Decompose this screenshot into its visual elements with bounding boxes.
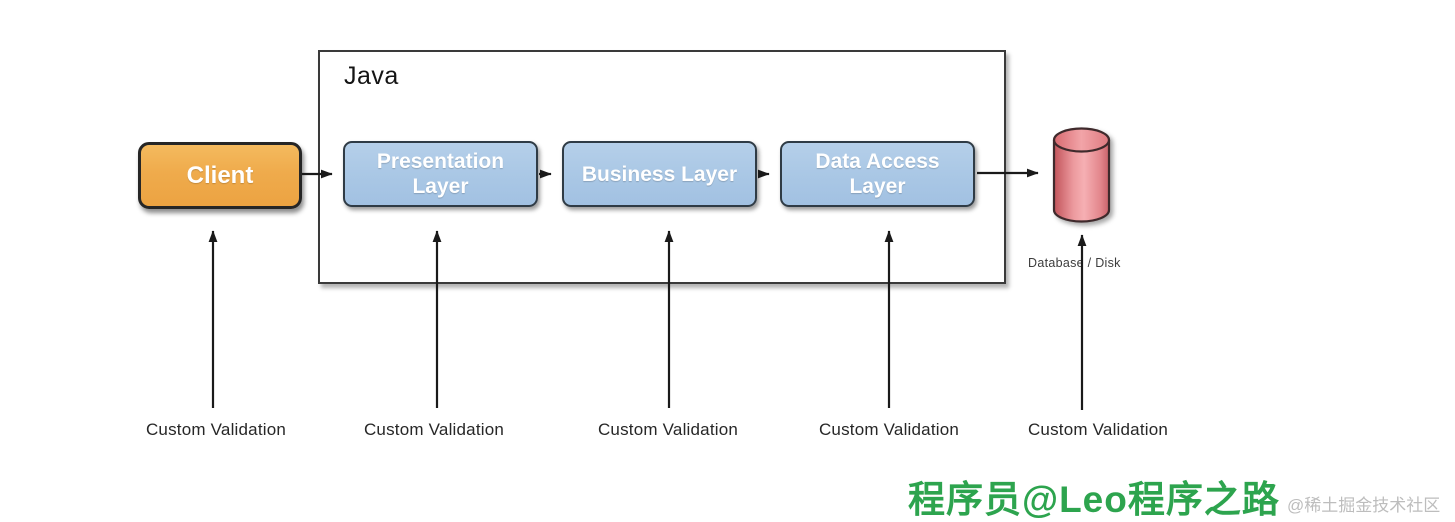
custom-validation-label-dataaccess: Custom Validation [818, 420, 960, 439]
presentation-layer-node: Presentation Layer [343, 141, 538, 207]
java-container-label: Java [344, 62, 399, 90]
database-disk-label: Database / Disk [1028, 256, 1121, 270]
client-node: Client [138, 142, 302, 209]
client-node-label: Client [186, 161, 254, 189]
business-layer-label: Business Layer [581, 162, 738, 186]
custom-validation-label-client: Custom Validation [145, 420, 287, 439]
presentation-layer-label: Presentation Layer [376, 150, 505, 198]
author-watermark-text: 程序员@Leo程序之路 [908, 479, 1280, 520]
custom-validation-label-presentation: Custom Validation [363, 420, 505, 439]
data-access-layer-node: Data Access Layer [780, 141, 975, 207]
business-layer-node: Business Layer [562, 141, 757, 207]
custom-validation-label-business: Custom Validation [597, 420, 739, 439]
database-cylinder-icon [1052, 127, 1111, 223]
custom-validation-label-database: Custom Validation [1027, 420, 1169, 439]
community-watermark-text: @稀土掘金技术社区 [1287, 496, 1441, 515]
data-access-layer-label: Data Access Layer [815, 150, 940, 198]
